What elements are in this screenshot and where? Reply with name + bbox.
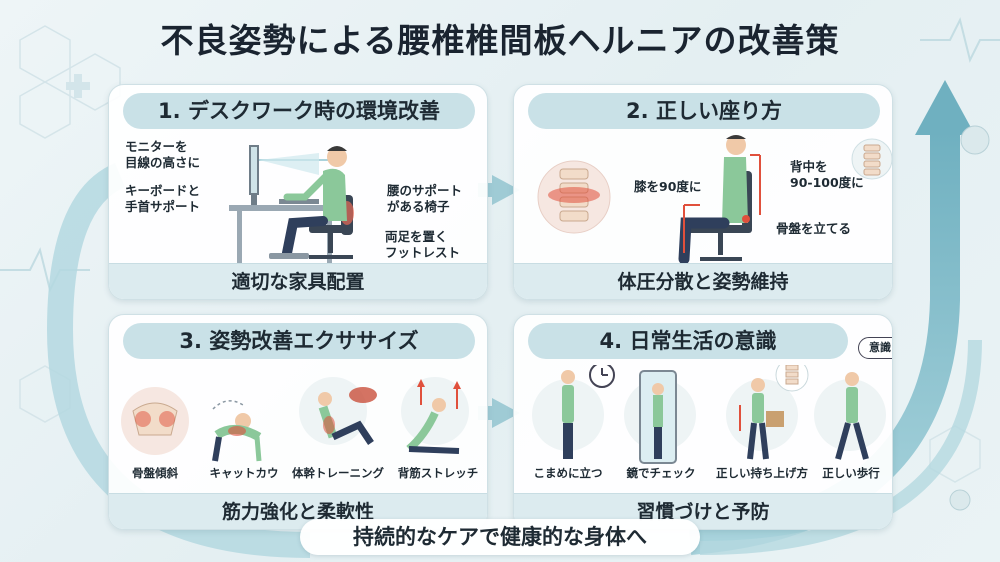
label-pelvis: 骨盤を立てる [776,221,852,236]
walking-icon [814,372,886,460]
caption-exercise-1: 骨盤傾斜 [132,466,178,480]
panel-posture-exercises: 3. 姿勢改善エクササイズ [108,314,488,530]
back-stretch-icon [401,377,469,454]
caption-exercise-2: キャットカウ [209,466,279,480]
label-keyboard: キーボードと 手首サポート [125,183,201,214]
panel-footer: 適切な家具配置 [109,263,487,299]
panel-footer: 筋力強化と柔軟性 [109,493,487,529]
caption-daily-2: 鏡でチェック [626,466,696,480]
exercise-illustrations: 骨盤傾斜 キャットカウ 体幹トレーニング 背筋ストレッチ [109,365,487,495]
desk-illustration: モニターを 目線の高さに キーボードと 手首サポート 腰のサポート がある椅子 … [109,135,487,265]
bottom-banner: 持続的なケアで健康的な身体へ [300,519,700,555]
panel-heading: 1. デスクワーク時の環境改善 [123,93,475,129]
label-footrest: 両足を置く フットレスト [385,229,461,260]
mirror-icon [624,370,696,464]
label-monitor: モニターを 目線の高さに [125,139,201,170]
cat-cow-icon [212,400,262,462]
core-training-icon [299,377,377,445]
label-chair: 腰のサポート がある椅子 [387,183,463,214]
label-knee: 膝を90度に [634,179,702,194]
daily-habit-icons [532,358,886,464]
daily-illustrations: こまめに立つ 鏡でチェック 正しい持ち上げ方 正しい歩行 [514,358,892,495]
page-title: 不良姿勢による腰椎椎間板ヘルニアの改善策 [160,21,840,60]
panel-footer: 体圧分散と姿勢維持 [514,263,892,299]
stand-clock-icon [532,362,615,459]
caption-daily-1: こまめに立つ [533,466,603,480]
panel-heading: 4. 日常生活の意識 [528,323,848,359]
panel-heading: 2. 正しい座り方 [528,93,880,129]
caption-daily-3: 正しい持ち上げ方 [716,466,808,480]
sitting-posture-icon [537,135,892,265]
panel-desk-environment: 1. デスクワーク時の環境改善 [108,84,488,300]
panel-correct-sitting: 2. 正しい座り方 [513,84,893,300]
desk-worker-icon [229,145,354,263]
panel-daily-awareness: 4. 日常生活の意識 意識 [513,314,893,530]
caption-exercise-4: 背筋ストレッチ [397,466,479,480]
thought-bubble: 意識 [858,337,892,359]
caption-exercise-3: 体幹トレーニング [292,466,384,480]
sitting-illustration: 膝を90度に 背中を 90-100度に 骨盤を立てる [514,135,892,265]
panel-heading: 3. 姿勢改善エクササイズ [123,323,475,359]
lifting-icon [726,358,809,460]
caption-daily-4: 正しい歩行 [822,466,880,480]
exercise-icons [121,377,469,462]
label-back: 背中を 90-100度に [790,159,864,190]
